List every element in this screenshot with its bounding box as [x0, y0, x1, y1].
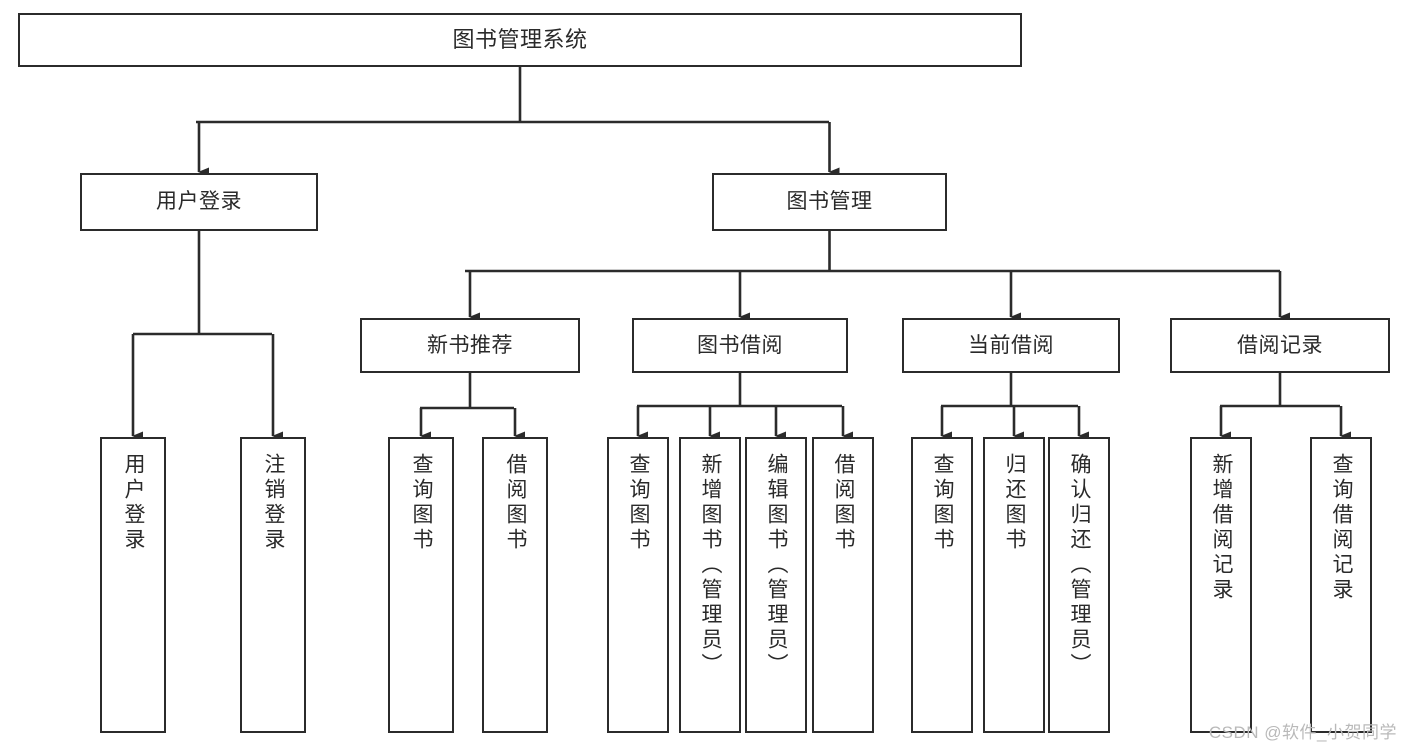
node-borrow-record[interactable]: 借阅记录	[1170, 318, 1390, 373]
leaf-query-book-recommend-label: 查询图书	[410, 453, 434, 553]
csdn-watermark: CSDN @软件_小贺同学	[1208, 723, 1397, 742]
leaf-confirm-return-admin-label: 确认归还（管理员）	[1068, 453, 1092, 678]
leaf-add-borrow-record-label: 新增借阅记录	[1210, 453, 1234, 603]
node-current-borrow[interactable]: 当前借阅	[902, 318, 1120, 373]
node-book-borrow[interactable]: 图书借阅	[632, 318, 848, 373]
leaf-logout-label: 注销登录	[262, 453, 286, 553]
node-new-book-recommend-label: 新书推荐	[427, 333, 513, 357]
leaf-edit-book-admin[interactable]: 编辑图书（管理员）	[745, 437, 807, 733]
leaf-user-login[interactable]: 用户登录	[100, 437, 166, 733]
node-root-label: 图书管理系统	[452, 26, 588, 52]
leaf-return-book[interactable]: 归还图书	[983, 437, 1045, 733]
node-book-manage[interactable]: 图书管理	[712, 173, 947, 231]
leaf-query-book-recommend[interactable]: 查询图书	[388, 437, 454, 733]
node-current-borrow-label: 当前借阅	[968, 333, 1054, 357]
leaf-logout[interactable]: 注销登录	[240, 437, 306, 733]
leaf-query-book-borrow[interactable]: 查询图书	[607, 437, 669, 733]
leaf-query-borrow-record-label: 查询借阅记录	[1330, 453, 1354, 603]
node-user-login-label: 用户登录	[156, 190, 242, 214]
node-root[interactable]: 图书管理系统	[18, 13, 1022, 67]
node-book-borrow-label: 图书借阅	[697, 333, 783, 357]
leaf-user-login-label: 用户登录	[122, 453, 146, 553]
leaf-confirm-return-admin[interactable]: 确认归还（管理员）	[1048, 437, 1110, 733]
leaf-edit-book-admin-label: 编辑图书（管理员）	[765, 453, 789, 678]
node-new-book-recommend[interactable]: 新书推荐	[360, 318, 580, 373]
leaf-query-book-borrow-label: 查询图书	[627, 453, 651, 553]
leaf-add-borrow-record[interactable]: 新增借阅记录	[1190, 437, 1252, 733]
leaf-return-book-label: 归还图书	[1003, 453, 1027, 553]
leaf-borrow-book-borrow-label: 借阅图书	[832, 453, 856, 553]
leaf-borrow-book-borrow[interactable]: 借阅图书	[812, 437, 874, 733]
leaf-borrow-book-recommend-label: 借阅图书	[504, 453, 528, 553]
leaf-add-book-admin-label: 新增图书（管理员）	[699, 453, 723, 678]
node-user-login[interactable]: 用户登录	[80, 173, 318, 231]
leaf-query-book-current-label: 查询图书	[931, 453, 955, 553]
node-borrow-record-label: 借阅记录	[1237, 333, 1323, 357]
node-book-manage-label: 图书管理	[786, 190, 873, 214]
leaf-query-borrow-record[interactable]: 查询借阅记录	[1310, 437, 1372, 733]
leaf-add-book-admin[interactable]: 新增图书（管理员）	[679, 437, 741, 733]
leaf-query-book-current[interactable]: 查询图书	[911, 437, 973, 733]
leaf-borrow-book-recommend[interactable]: 借阅图书	[482, 437, 548, 733]
